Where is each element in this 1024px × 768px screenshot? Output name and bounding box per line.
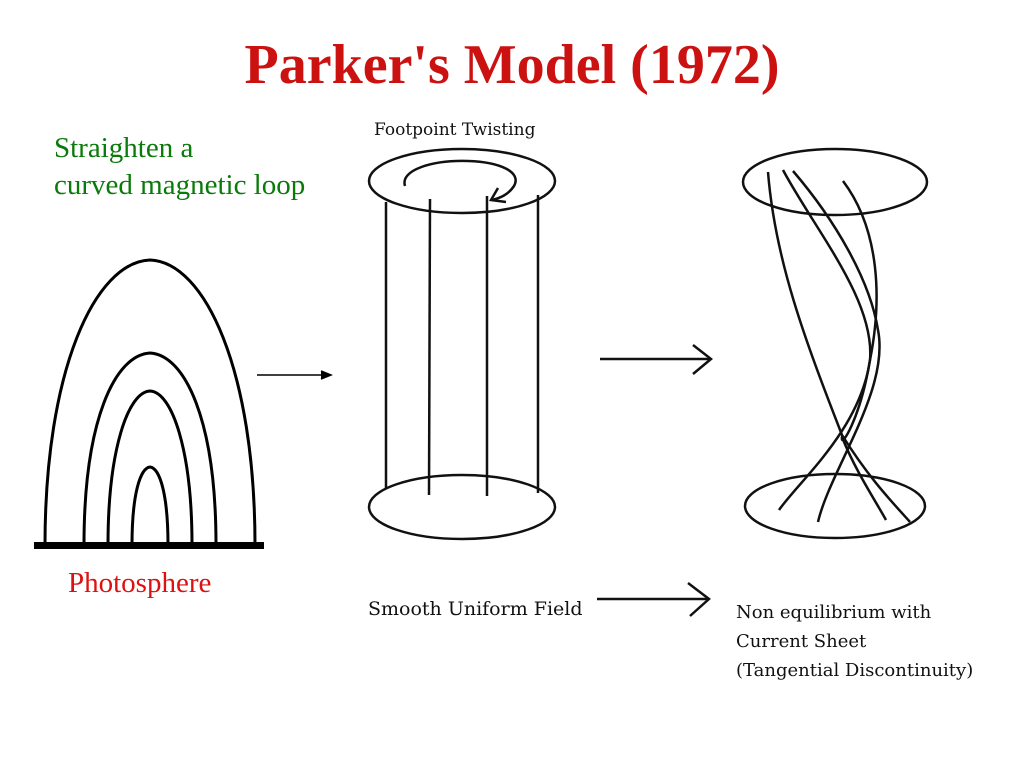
twisted-field-line [840,180,888,521]
magnetic-loops [43,258,257,546]
non-equilibrium-label: Non equilibrium with Current Sheet (Tang… [736,598,973,685]
twisted-field-line [766,171,911,523]
straighten-loop-note: Straighten a curved magnetic loop [54,130,305,204]
straighten-arrow [257,370,334,380]
non-equilibrium-line-2: Current Sheet [736,631,867,652]
photosphere-surface [34,542,264,549]
lower-transition-arrow [597,582,711,617]
top-footpoint-disk [367,147,557,215]
twisted-flux-tube [741,147,929,540]
bottom-footpoint-disk [367,473,557,541]
footpoint-twisting-label: Footpoint Twisting [374,120,536,140]
photosphere-label: Photosphere [68,567,212,599]
slide-title: Parker's Model (1972) [244,34,780,96]
note-line-1: Straighten a [54,132,194,164]
non-equilibrium-line-3: (Tangential Discontinuity) [736,660,974,681]
top-footpoint-disk [741,147,929,217]
magnetic-loop-second [82,351,218,546]
bottom-footpoint-disk [743,472,927,540]
twisted-field-line [792,170,881,523]
twist-rotation-arrow-icon [403,159,517,204]
upper-transition-arrow [600,344,713,375]
field-line [427,198,432,496]
magnetic-loop-third [106,389,194,546]
magnetic-loop-outer [43,258,257,546]
smooth-uniform-field-label: Smooth Uniform Field [368,598,583,620]
magnetic-loop-inner [130,465,170,546]
uniform-flux-tube [367,147,557,541]
note-line-2: curved magnetic loop [54,169,306,201]
non-equilibrium-line-1: Non equilibrium with [736,602,932,623]
